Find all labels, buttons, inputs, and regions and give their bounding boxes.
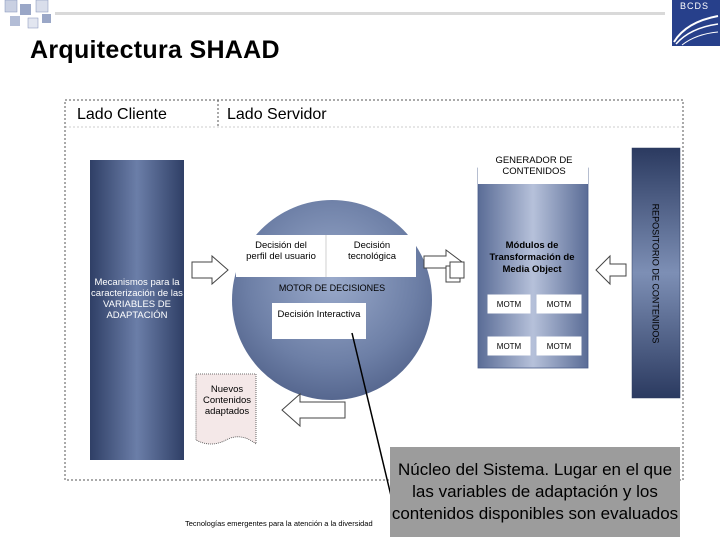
motm-label: MOTM xyxy=(546,299,572,309)
arrow-from-repository xyxy=(595,254,627,286)
transformation-modules-label: Módulos de Transformación de Media Objec… xyxy=(489,240,575,275)
content-generator-header xyxy=(478,148,588,184)
client-mechanisms-label: Mecanismos para la caracterización de la… xyxy=(91,277,183,321)
callout-pointer xyxy=(351,332,393,501)
interactive-decision-box xyxy=(272,303,366,339)
tech-decision-label: Decisión tecnológica xyxy=(347,240,397,262)
motm-label: MOTM xyxy=(546,341,572,351)
header-rule xyxy=(55,12,665,15)
motm-cell xyxy=(536,294,582,314)
profile-decision-label: Decisión del perfil del usuario xyxy=(246,240,316,262)
interactive-decision-label: Decisión Interactiva xyxy=(277,309,361,320)
server-side-label: Lado Servidor xyxy=(227,106,327,123)
arrow-to-engine xyxy=(191,254,229,286)
motm-cell xyxy=(536,336,582,356)
motm-cell xyxy=(487,294,531,314)
logo-icon xyxy=(673,15,719,46)
content-generator-block xyxy=(477,167,589,369)
client-block xyxy=(90,160,184,460)
server-region xyxy=(64,99,684,481)
core-callout: Núcleo del Sistema. Lugar en el que las … xyxy=(390,447,680,537)
page-title: Arquitectura SHAAD xyxy=(30,36,280,64)
client-side-label: Lado Cliente xyxy=(77,106,167,123)
motm-label: MOTM xyxy=(496,341,522,351)
logo: BCDS xyxy=(672,0,720,46)
repository-label: REPOSITORIO DE CONTENIDOS xyxy=(650,203,661,344)
output-document-label: Nuevos Contenidos adaptados xyxy=(202,384,252,417)
output-document xyxy=(195,373,257,445)
logo-text: BCDS xyxy=(680,1,710,11)
content-generator-title: GENERADOR DE CONTENIDOS xyxy=(495,155,573,177)
arrow-to-output xyxy=(281,392,346,428)
repository-block xyxy=(632,148,680,398)
motm-label: MOTM xyxy=(496,299,522,309)
motm-cell xyxy=(487,336,531,356)
decision-engine-label: MOTOR DE DECISIONES xyxy=(278,283,386,293)
decorative-squares xyxy=(4,0,51,29)
decision-sphere xyxy=(232,200,432,400)
footer-text: Tecnologías emergentes para la atención … xyxy=(185,519,373,528)
